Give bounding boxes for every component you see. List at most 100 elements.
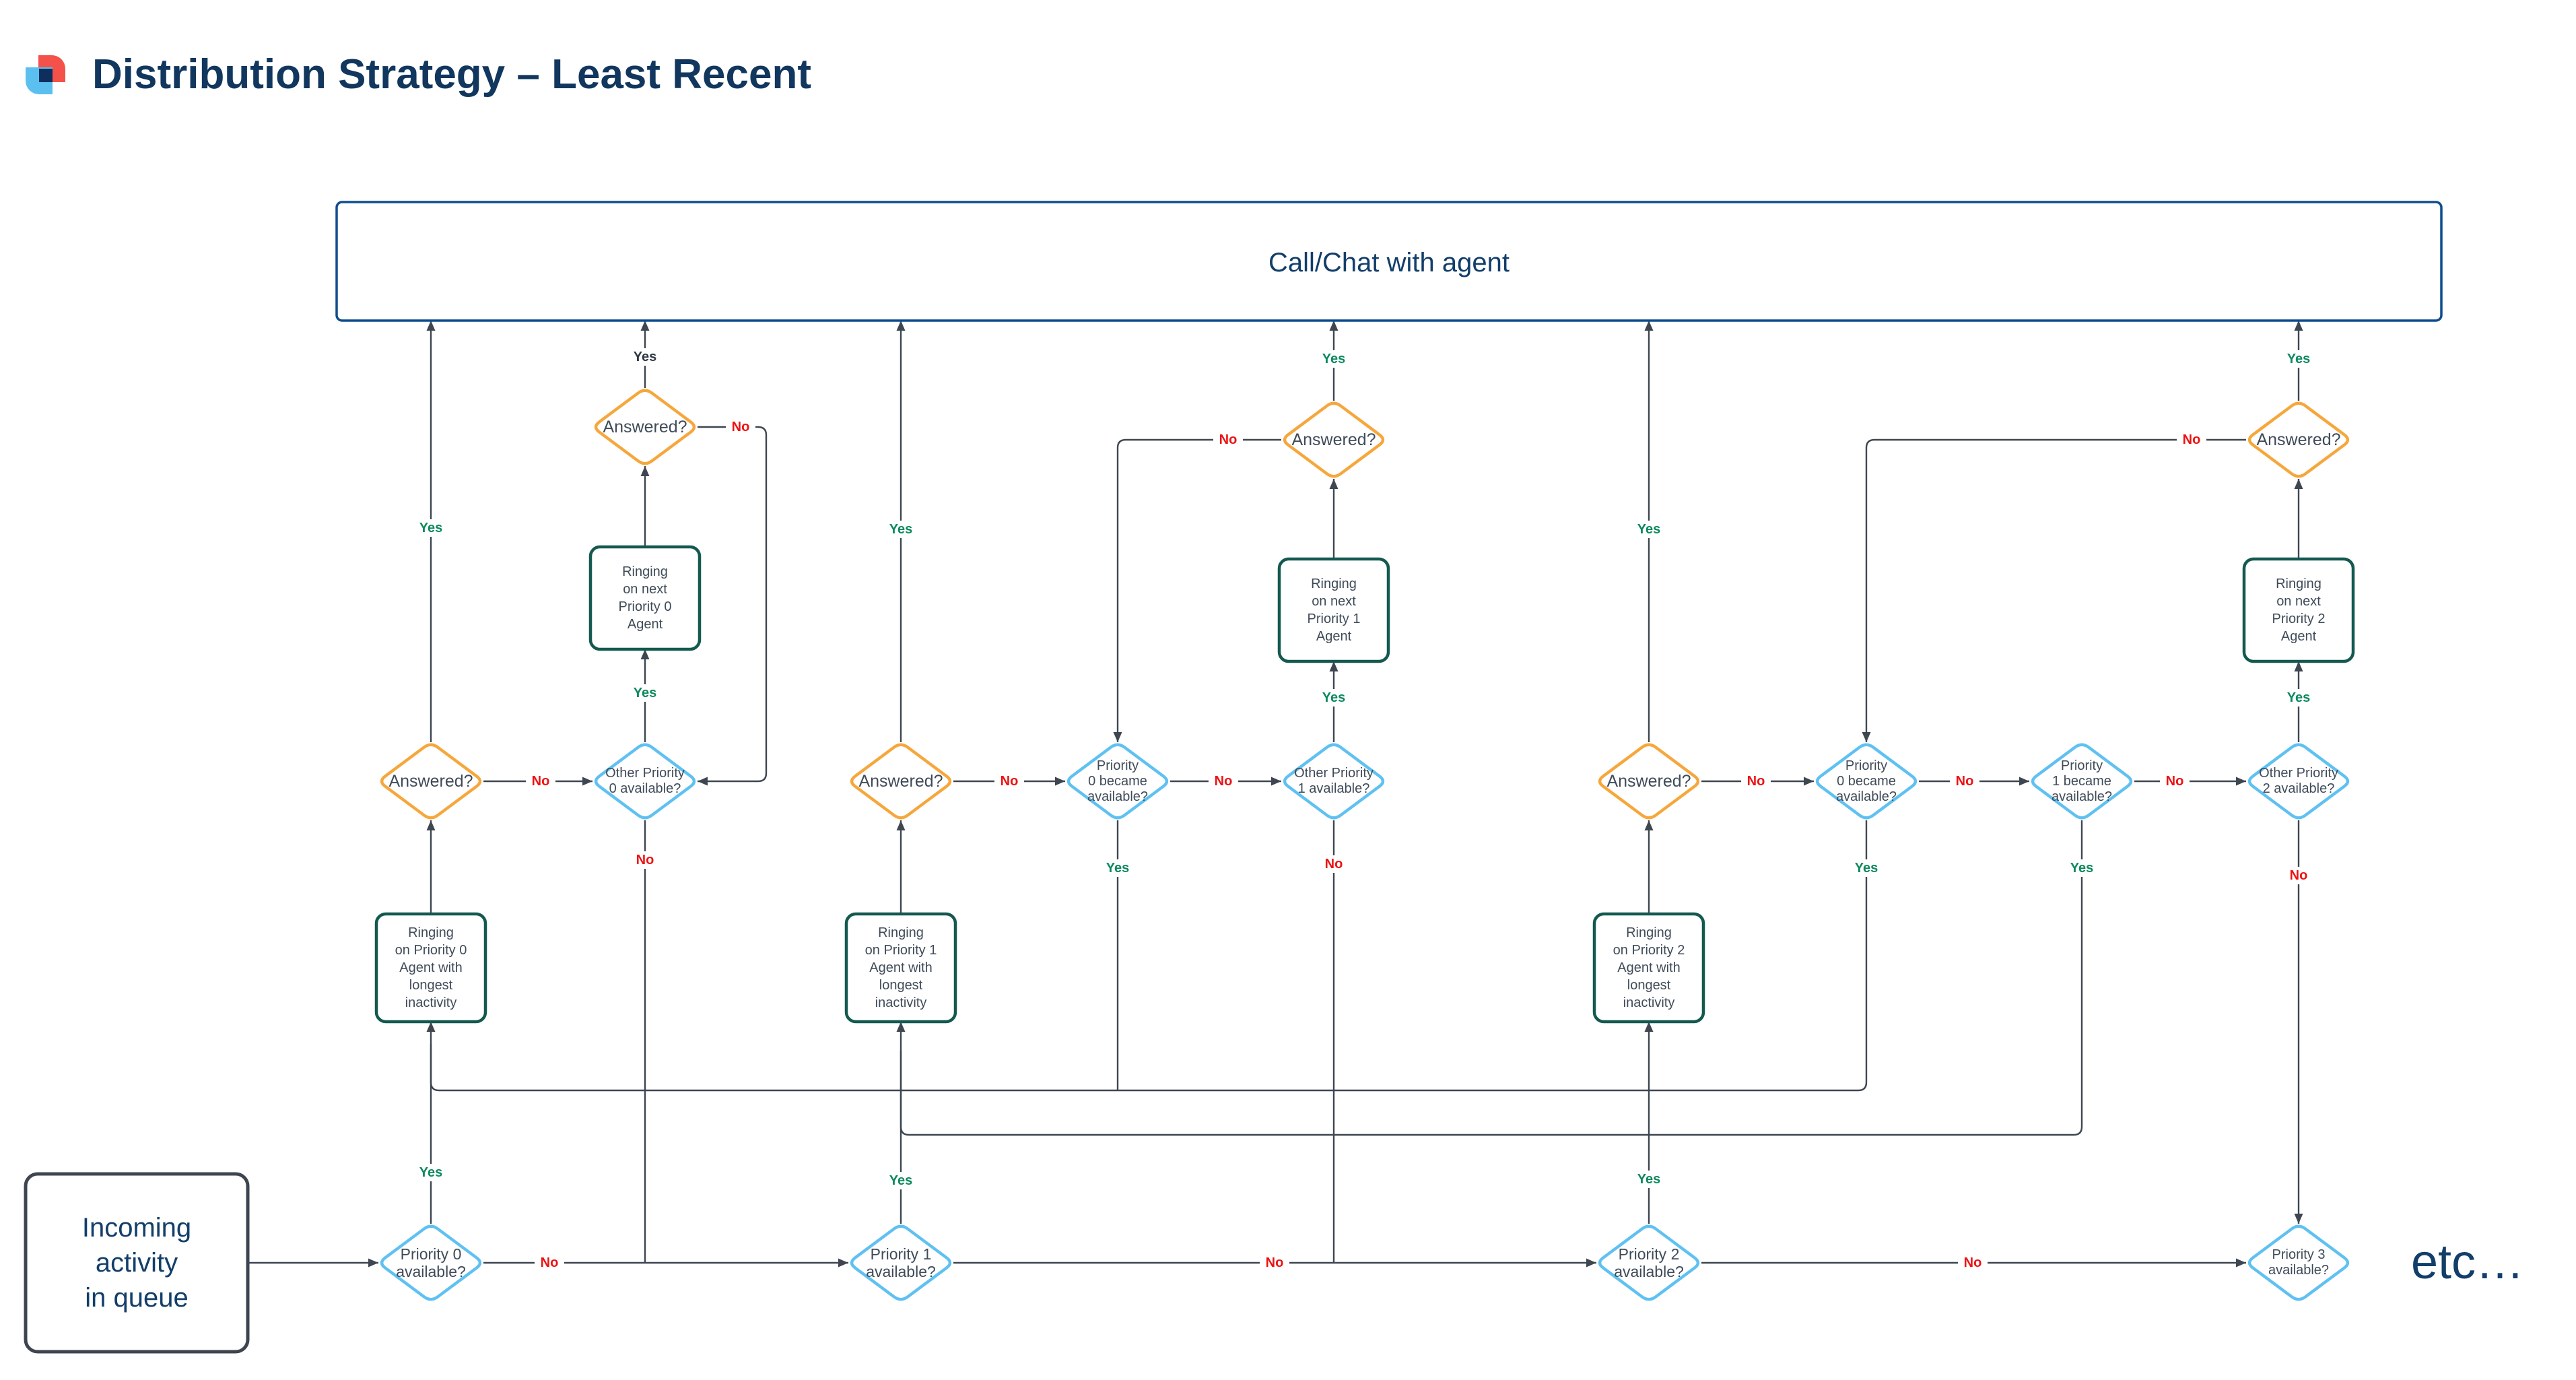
label-yes-p0-became: Yes <box>1099 859 1136 877</box>
decision-answered-next-priority-0: Answered? <box>595 389 695 465</box>
decision-priority-0-became-available-b-label: Priority 0 became available? <box>1835 758 1897 804</box>
decision-answered-priority-2: Answered? <box>1599 744 1699 819</box>
page-title: Distribution Strategy – Least Recent <box>92 51 811 98</box>
edge-answered-next-p2-no-loop <box>1862 438 2246 742</box>
svg-text:Yes: Yes <box>419 1165 442 1180</box>
decision-answered-priority-2-label: Answered? <box>1606 771 1691 791</box>
decision-answered-priority-0-label: Answered? <box>388 771 473 791</box>
edge-answered-next-p1-no-loop <box>1113 438 1281 742</box>
edge-labels: Yes Yes Yes Yes Yes Yes Yes Yes Yes Yes … <box>413 348 2317 1272</box>
svg-text:No: No <box>1266 1255 1284 1270</box>
decision-priority-0-became-available-b: Priority 0 became available? <box>1817 744 1916 819</box>
process-ringing-next-priority-1-label: Ringing on next Priority 1 Agent <box>1307 577 1361 644</box>
svg-text:No: No <box>1747 774 1765 789</box>
label-no-p0-became: No <box>1209 773 1238 790</box>
svg-text:No: No <box>1001 774 1019 789</box>
label-no-answered-p1: No <box>994 773 1024 790</box>
decision-other-priority-1-available: Other Priority 1 available? <box>1284 744 1384 819</box>
svg-text:Yes: Yes <box>1322 352 1345 366</box>
svg-text:No: No <box>1219 432 1238 447</box>
label-no-answered-p2: No <box>1741 773 1771 790</box>
decision-priority-0-available-label: Priority 0 available? <box>396 1245 466 1280</box>
edge-return-to-ringing-p0 <box>430 820 1868 1092</box>
svg-text:Yes: Yes <box>1855 861 1878 876</box>
decision-other-priority-1-available-label: Other Priority 1 available? <box>1294 766 1374 796</box>
process-ringing-priority-1-longest-label: Ringing on Priority 1 Agent with longest… <box>865 925 937 1010</box>
terminal-call-chat: Call/Chat with agent <box>335 201 2443 322</box>
logo-icon <box>26 55 65 94</box>
label-no-other-p2: No <box>2284 867 2313 884</box>
decision-priority-0-available: Priority 0 available? <box>381 1225 481 1301</box>
svg-text:Yes: Yes <box>419 521 442 535</box>
svg-text:No: No <box>2290 868 2308 883</box>
decision-priority-1-available: Priority 1 available? <box>851 1225 951 1301</box>
svg-text:No: No <box>636 853 654 867</box>
label-no-answered-next-p2: No <box>2177 431 2206 449</box>
label-no-p1-became: No <box>2160 773 2190 790</box>
process-ringing-next-priority-2: Ringing on next Priority 2 Agent <box>2242 557 2355 663</box>
label-no-p0-became-b: No <box>1950 773 1979 790</box>
decision-answered-priority-1-label: Answered? <box>858 771 943 791</box>
decision-answered-next-priority-0-label: Answered? <box>603 417 687 436</box>
label-yes-p1: Yes <box>883 1172 919 1189</box>
svg-text:Yes: Yes <box>1637 522 1660 537</box>
svg-text:Yes: Yes <box>889 522 912 537</box>
svg-text:Yes: Yes <box>2287 352 2310 366</box>
label-yes-answered-p0: Yes <box>413 519 449 537</box>
decision-answered-next-priority-2: Answered? <box>2249 402 2348 478</box>
svg-text:Yes: Yes <box>1322 690 1345 705</box>
decision-priority-0-became-available-a-label: Priority 0 became available? <box>1087 758 1149 804</box>
decision-priority-3-available: Priority 3 available? <box>2249 1225 2348 1301</box>
decision-answered-next-priority-1: Answered? <box>1284 402 1384 478</box>
decision-priority-1-became-available: Priority 1 became available? <box>2032 744 2132 819</box>
logo-navy-shape <box>39 69 53 82</box>
label-no-p2: No <box>1958 1254 1988 1272</box>
decision-priority-2-available: Priority 2 available? <box>1599 1225 1699 1301</box>
label-yes-other-p0: Yes <box>627 684 663 702</box>
process-ringing-next-priority-0: Ringing on next Priority 0 Agent <box>588 545 702 651</box>
label-yes-answered-next-p1: Yes <box>1316 350 1352 368</box>
label-no-other-p0: No <box>630 851 660 869</box>
nodes: Call/Chat with agent Incoming activity i… <box>24 201 2443 1354</box>
svg-text:No: No <box>532 774 550 789</box>
decision-priority-1-became-available-label: Priority 1 became available? <box>2051 758 2113 804</box>
process-ringing-priority-2-longest-label: Ringing on Priority 2 Agent with longest… <box>1613 925 1685 1010</box>
label-yes-other-p1: Yes <box>1316 689 1352 707</box>
process-ringing-next-priority-1: Ringing on next Priority 1 Agent <box>1277 557 1390 663</box>
etc-continuation-text: etc… <box>2411 1235 2524 1289</box>
svg-text:Yes: Yes <box>2287 690 2310 705</box>
decision-other-priority-0-available: Other Priority 0 available? <box>595 744 695 819</box>
svg-text:Yes: Yes <box>634 350 656 364</box>
svg-text:No: No <box>1956 774 1974 789</box>
label-no-p0: No <box>535 1254 564 1272</box>
decision-priority-1-available-label: Priority 1 available? <box>866 1245 936 1280</box>
svg-text:No: No <box>2166 774 2184 789</box>
edge-p1-became-yes-return-to-ringing-p1 <box>900 820 2083 1136</box>
decision-answered-next-priority-1-label: Answered? <box>1291 430 1376 449</box>
process-ringing-priority-1-longest: Ringing on Priority 1 Agent with longest… <box>844 912 957 1024</box>
terminal-incoming-queue-label: Incoming activity in queue <box>81 1213 192 1313</box>
decision-other-priority-2-available-label: Other Priority 2 available? <box>2259 766 2338 796</box>
svg-text:No: No <box>1215 774 1233 789</box>
decision-priority-2-available-label: Priority 2 available? <box>1614 1245 1684 1280</box>
terminal-call-chat-label: Call/Chat with agent <box>1268 248 1510 277</box>
process-ringing-priority-0-longest-label: Ringing on Priority 0 Agent with longest… <box>395 925 467 1010</box>
svg-text:No: No <box>1325 857 1343 872</box>
label-no-p1: No <box>1260 1254 1289 1272</box>
label-yes-p0: Yes <box>413 1164 449 1181</box>
label-yes-answered-p2: Yes <box>1631 521 1667 538</box>
decision-answered-next-priority-2-label: Answered? <box>2256 430 2341 449</box>
label-no-answered-p0: No <box>526 773 555 790</box>
decision-other-priority-0-available-label: Other Priority 0 available? <box>605 766 685 796</box>
process-ringing-next-priority-2-label: Ringing on next Priority 2 Agent <box>2272 577 2326 644</box>
svg-text:Yes: Yes <box>2070 861 2093 876</box>
label-yes-other-p2: Yes <box>2280 689 2317 707</box>
edges <box>248 321 2303 1268</box>
label-yes-answered-p1: Yes <box>883 521 919 538</box>
terminal-incoming-queue: Incoming activity in queue <box>24 1172 250 1354</box>
label-yes-answered-next-p0: Yes <box>627 348 663 366</box>
svg-text:Yes: Yes <box>1637 1172 1660 1187</box>
process-ringing-next-priority-0-label: Ringing on next Priority 0 Agent <box>618 564 672 632</box>
label-yes-answered-next-p2: Yes <box>2280 350 2317 368</box>
